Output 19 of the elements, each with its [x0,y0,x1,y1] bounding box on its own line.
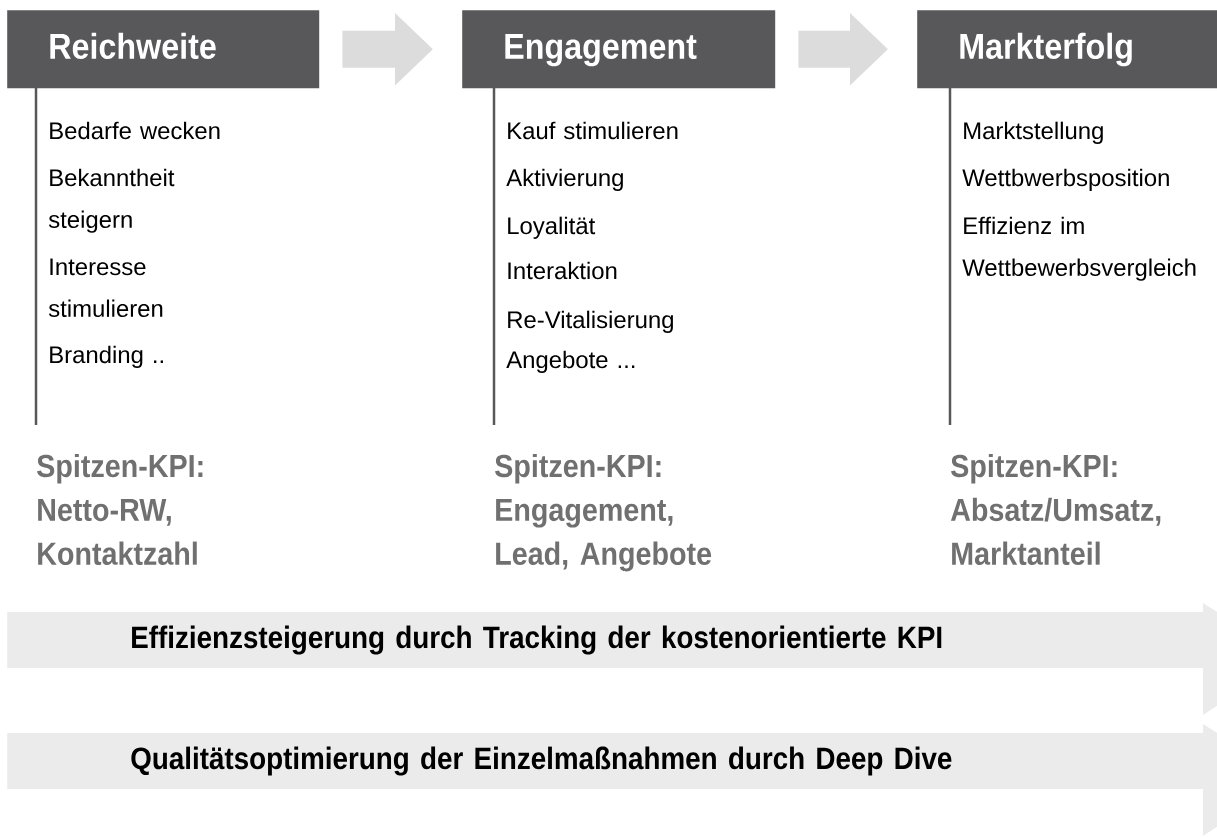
header-box: Engagement [462,10,776,89]
list-item: Aktivierung [506,168,623,191]
kpi-text: Spitzen-KPI: Absatz/Umsatz, Marktanteil [950,453,1161,565]
list-item: Kauf stimulieren [508,121,678,140]
list-item: Bekanntheit steigern [48,168,175,233]
list-item: Interaktion [508,261,617,280]
kpi-text: Spitzen-KPI: Engagement, Lead, Angebote [495,453,712,572]
list-item: Bedarfe wecken [50,121,220,140]
list-item: Loyalität [508,216,596,239]
list-item: Wettbwerbsposition [962,168,1169,191]
list-item: Marktstellung [964,121,1103,144]
list-item: Interesse stimulieren [48,258,163,318]
kpi-text: Spitzen-KPI: Netto-RW, Kontaktzahl [37,453,203,565]
header-box: Markterfolg [917,10,1217,89]
list-item: Angebote ... [506,350,635,373]
list-item: Re-Vitalisierung [508,310,673,333]
list-item: Effizienz im Wettbewerbsvergleich [962,216,1196,281]
list-item: Branding .. [50,345,163,368]
header-box: Reichweite [7,10,320,89]
